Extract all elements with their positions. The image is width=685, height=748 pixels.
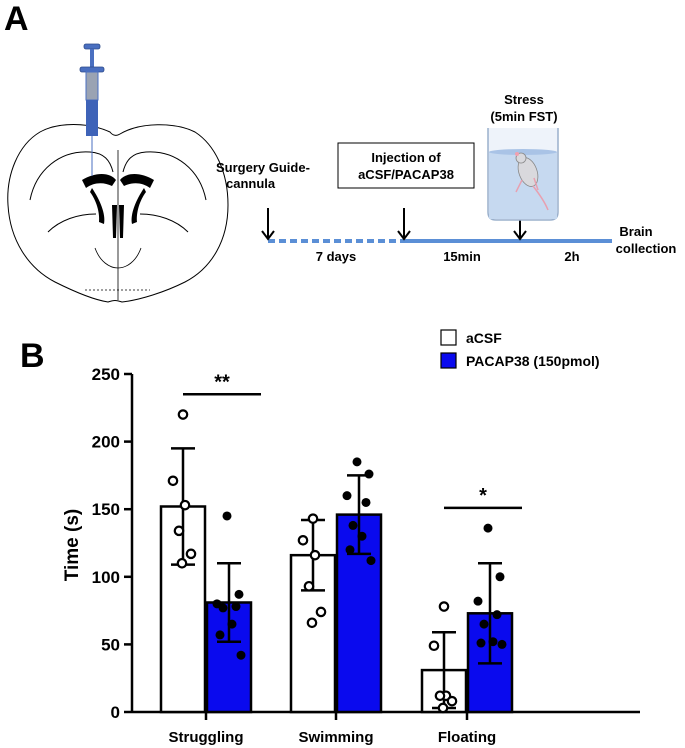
data-point xyxy=(179,499,191,511)
legend-label-acsf: aCSF xyxy=(466,330,502,346)
y-tick-label: 250 xyxy=(92,365,120,384)
x-category-label: Swimming xyxy=(298,729,373,746)
interval-15min: 15min xyxy=(443,249,481,264)
timeline xyxy=(261,208,612,243)
x-category-label: Floating xyxy=(438,729,496,746)
data-point xyxy=(428,640,440,652)
data-point xyxy=(231,602,241,612)
data-point xyxy=(479,619,489,629)
data-point xyxy=(167,475,179,487)
arrow-surgery-head xyxy=(261,230,275,241)
data-point xyxy=(234,589,244,599)
data-point xyxy=(366,556,376,566)
surgery-label-line2: cannula xyxy=(226,176,276,191)
brain-label-line2: collection xyxy=(616,241,677,256)
significance-label: ** xyxy=(214,371,230,393)
data-point xyxy=(297,534,309,546)
data-point xyxy=(357,531,367,541)
y-tick-label: 200 xyxy=(92,433,120,452)
legend-swatch-pacap xyxy=(440,352,457,369)
timeline-arrows xyxy=(261,208,527,241)
data-point xyxy=(307,513,319,524)
data-point xyxy=(218,603,228,613)
interval-7days: 7 days xyxy=(316,249,356,264)
data-point xyxy=(236,650,246,660)
legend-label-pacap: PACAP38 (150pmol) xyxy=(466,353,600,369)
data-point xyxy=(173,525,185,537)
panel-a-label: A xyxy=(4,0,29,38)
data-point xyxy=(315,606,327,618)
data-point xyxy=(438,601,450,612)
data-point xyxy=(492,610,502,620)
injection-label-line2: aCSF/PACAP38 xyxy=(358,167,454,182)
stress-label-line1: Stress xyxy=(504,92,544,107)
injection-box xyxy=(337,142,475,189)
data-point xyxy=(434,690,446,702)
panel-b-label: B xyxy=(20,337,45,375)
data-point xyxy=(446,695,458,707)
data-point xyxy=(361,497,371,507)
data-point xyxy=(497,639,507,649)
data-point xyxy=(342,491,352,501)
legend-swatch-acsf xyxy=(440,329,457,346)
data-point xyxy=(488,637,498,647)
stress-label-line2: (5min FST) xyxy=(490,109,557,124)
data-point xyxy=(306,617,318,629)
data-point xyxy=(364,469,374,479)
data-point xyxy=(303,580,315,592)
data-point xyxy=(476,638,486,648)
y-axis-title: Time (s) xyxy=(62,509,83,582)
data-point xyxy=(495,572,505,582)
y-tick-label: 150 xyxy=(92,500,120,519)
data-point xyxy=(185,548,197,560)
interval-2h: 2h xyxy=(564,249,579,264)
surgery-label-line1: Surgery Guide- xyxy=(216,160,310,175)
data-point xyxy=(177,409,189,420)
y-tick-label: 0 xyxy=(111,703,120,722)
syringe-icon xyxy=(79,43,105,176)
mouse-icon xyxy=(515,152,549,211)
arrow-stress-head xyxy=(513,230,527,241)
ventricle-icon xyxy=(82,174,154,238)
legend: aCSF PACAP38 (150pmol) xyxy=(440,329,600,369)
brain-section-icon xyxy=(7,124,229,303)
y-tick-label: 100 xyxy=(92,568,120,587)
data-point xyxy=(227,619,237,629)
data-point xyxy=(473,596,483,606)
data-point xyxy=(215,630,225,640)
data-point xyxy=(222,511,232,521)
y-tick-label: 50 xyxy=(101,635,120,654)
data-point xyxy=(176,557,188,569)
injection-label-line1: Injection of xyxy=(371,150,441,165)
data-point xyxy=(483,523,493,533)
data-point xyxy=(352,457,362,467)
data-point xyxy=(348,520,358,530)
brain-label-line1: Brain xyxy=(619,224,652,239)
arrow-injection-head xyxy=(397,230,411,241)
data-point xyxy=(345,545,355,555)
x-category-label: Struggling xyxy=(169,729,244,746)
data-point xyxy=(437,702,449,714)
data-point xyxy=(309,549,321,561)
significance-label: * xyxy=(479,485,487,507)
